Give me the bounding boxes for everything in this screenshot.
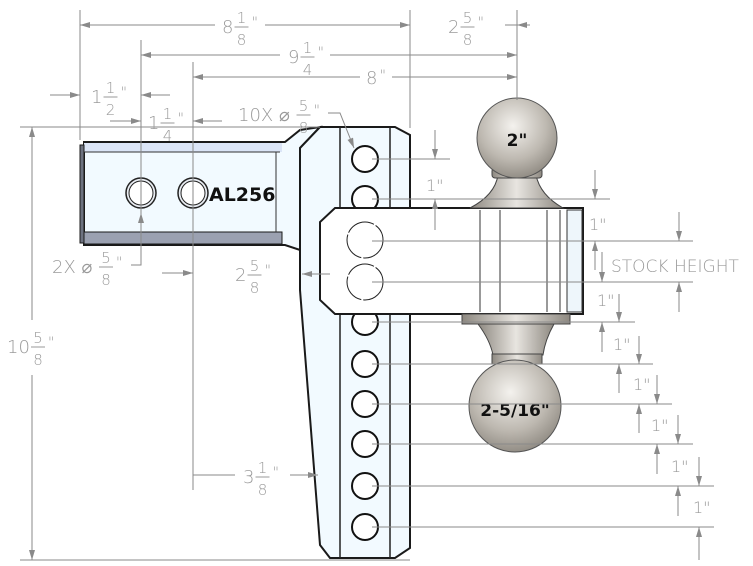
dim-hole2-to-ball: 8" [366, 68, 386, 89]
dim-numerator: 5 [299, 97, 309, 115]
dim-denominator: 8 [33, 351, 43, 369]
dimension-lines [20, 10, 714, 561]
dim-unit: " [121, 85, 127, 101]
dim-whole: 2 [235, 265, 246, 286]
spacing-label: 1" [426, 176, 444, 195]
dim-upright-holes: 10X ⌀ 5 8 " [238, 97, 320, 137]
spacing-label: 1" [589, 215, 607, 234]
dim-denominator: 4 [303, 61, 313, 79]
dim-unit: " [318, 45, 324, 61]
dim-numerator: 5 [250, 257, 260, 275]
dim-whole: 1 [91, 87, 102, 108]
spacing-label: 1" [651, 416, 669, 435]
spacing-label: 1" [671, 457, 689, 476]
dim-denominator: 4 [163, 127, 173, 145]
mount-hole [346, 221, 384, 259]
dim-whole: 9 [288, 47, 299, 68]
dim-numerator: 1 [303, 39, 313, 57]
dim-numerator: 1 [163, 105, 173, 123]
dim-unit: " [116, 255, 122, 271]
dim-unit: " [478, 15, 484, 31]
dim-numerator: 1 [106, 79, 116, 97]
dim-whole: 3 [243, 467, 254, 488]
spacing-label: 1" [613, 335, 631, 354]
dim-numerator: 5 [463, 9, 473, 27]
dim-whole: 1 [148, 113, 159, 134]
dim-whole: 10X ⌀ [238, 105, 290, 126]
dim-shank-holes: 2X ⌀ 5 8 " [52, 249, 122, 289]
dim-whole: 2 [448, 17, 459, 38]
spacing-label: 1" [693, 498, 711, 517]
stock-height-label: STOCK HEIGHT [611, 257, 739, 277]
dim-denominator: 8 [299, 119, 309, 137]
upright [299, 126, 411, 559]
dim-numerator: 5 [101, 249, 111, 267]
dim-unit: " [380, 68, 386, 84]
spacing-label: 1" [633, 375, 651, 394]
dim-denominator: 8 [258, 481, 268, 499]
dim-denominator: 2 [106, 101, 116, 119]
dim-denominator: 8 [250, 279, 260, 297]
dim-numerator: 5 [33, 329, 43, 347]
dim-unit: " [273, 465, 279, 481]
shank: AL256 [79, 125, 323, 252]
dim-whole: 2X ⌀ [52, 257, 93, 278]
top-hitch-ball: 2" [469, 97, 565, 209]
dim-whole: 10 [7, 337, 30, 358]
dim-unit: " [178, 111, 184, 127]
dim-whole: 8 [222, 17, 233, 38]
dim-numerator: 1 [258, 459, 268, 477]
bottom-hitch-ball: 2-5/16" [461, 313, 571, 453]
ball-mount [319, 207, 584, 315]
dim-denominator: 8 [237, 31, 247, 49]
dim-unit: " [252, 15, 258, 31]
dim-denominator: 8 [101, 271, 111, 289]
dim-unit: " [314, 103, 320, 119]
spacing-label: 1" [597, 291, 615, 310]
dim-unit: " [48, 335, 54, 351]
spacing-labels: 1" 1" 1" 1" 1" 1" 1" 1" [426, 176, 711, 517]
dim-denominator: 8 [463, 31, 473, 49]
dim-unit: " [265, 263, 271, 279]
bottom-ball-size: 2-5/16" [480, 401, 549, 421]
top-ball-size: 2" [507, 131, 528, 151]
dim-whole: 8 [366, 68, 377, 89]
part-label: AL256 [209, 184, 275, 206]
dim-numerator: 1 [237, 9, 247, 27]
